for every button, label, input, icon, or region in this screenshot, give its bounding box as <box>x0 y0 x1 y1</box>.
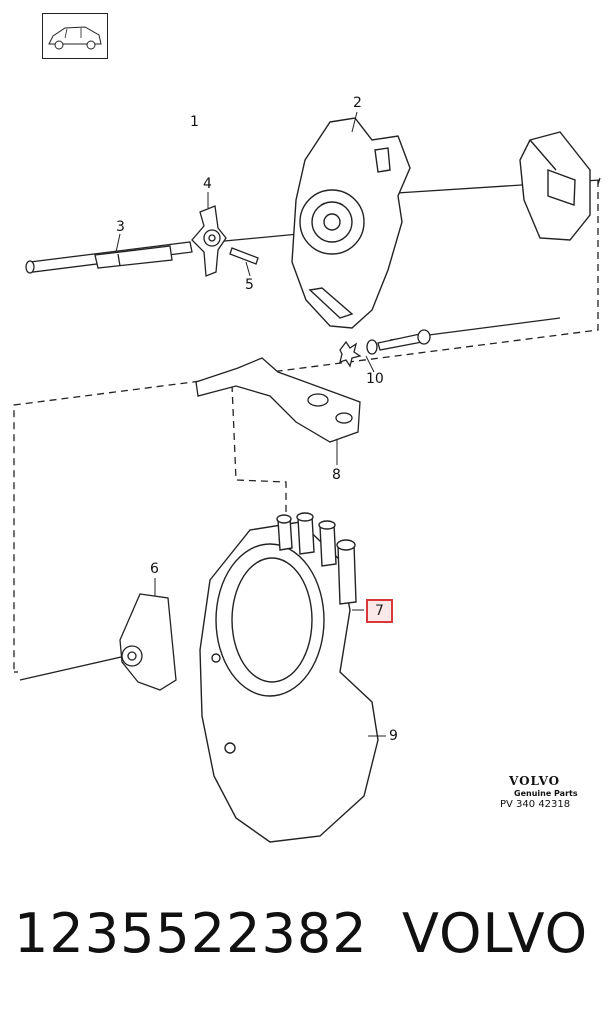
callout-9: 9 <box>389 728 398 744</box>
brand-logo: VOLVO <box>509 774 561 788</box>
callout-4: 4 <box>203 176 212 192</box>
part-number: 1235522382 <box>14 902 368 965</box>
assembly-leader-line <box>19 654 131 681</box>
callout-8: 8 <box>332 467 341 483</box>
breaker-plate-part <box>291 117 411 329</box>
callout-10: 10 <box>366 371 384 387</box>
distributor-housing-part <box>199 512 379 843</box>
brand-subtitle: Genuine Parts <box>514 789 578 798</box>
car-thumbnail <box>42 13 108 59</box>
screw-part <box>339 329 431 368</box>
vacuum-arm-part <box>119 593 177 691</box>
callout-5: 5 <box>245 277 254 293</box>
callout-3: 3 <box>116 219 125 235</box>
callout-2: 2 <box>353 95 362 111</box>
bracket-part <box>195 357 361 443</box>
assembly-dash-line <box>231 384 287 515</box>
shaft-part <box>25 241 193 274</box>
callout-6: 6 <box>150 561 159 577</box>
diagram-reference: PV 340 42318 <box>500 799 571 810</box>
exploded-view-drawing <box>13 111 601 843</box>
car-icon <box>48 26 102 50</box>
manufacturer-name: VOLVO <box>402 902 589 965</box>
rotor-cap-part <box>519 131 591 241</box>
pin-part <box>229 247 259 265</box>
assembly-dash-line <box>13 180 599 672</box>
callout-7-highlighted[interactable]: 7 <box>366 599 393 623</box>
cam-part <box>191 205 227 277</box>
assembly-leader-line <box>597 177 601 185</box>
callout-1: 1 <box>190 114 199 130</box>
